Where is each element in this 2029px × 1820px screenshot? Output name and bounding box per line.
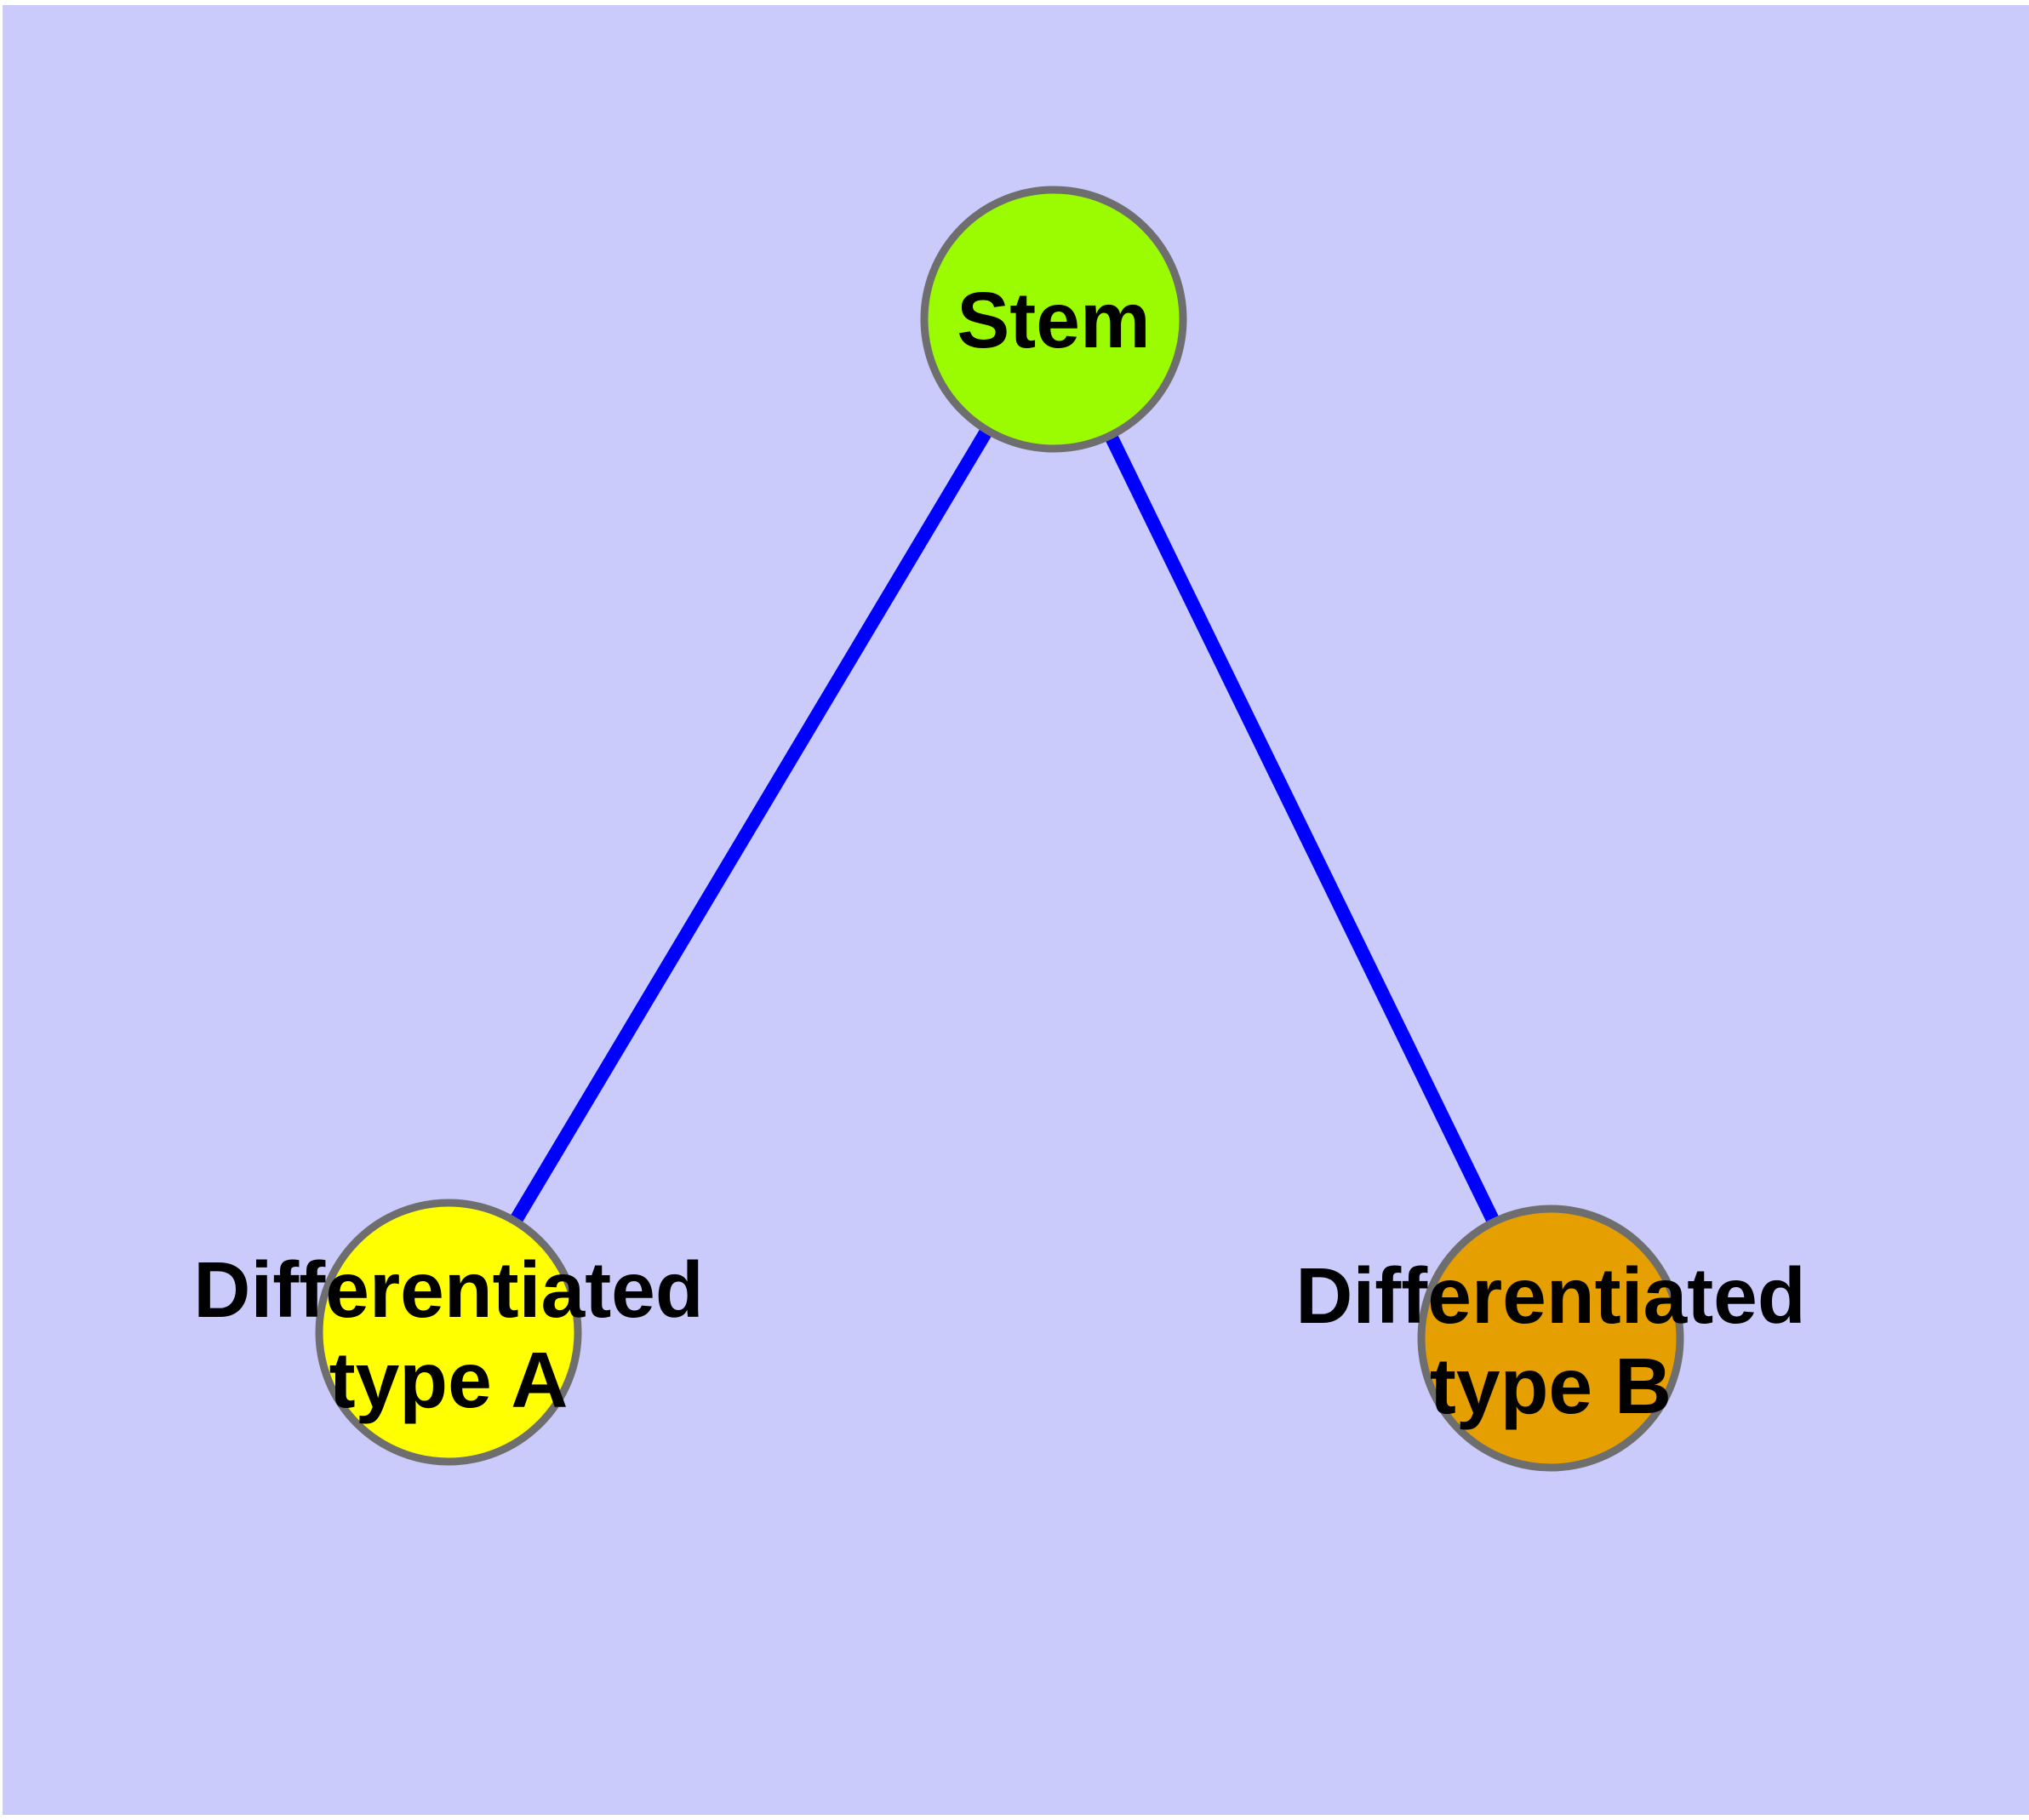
node-type-a-label-line-2: type A <box>329 1336 569 1424</box>
node-stem <box>920 186 1187 453</box>
node-type-b-label-line-2: type B <box>1430 1342 1672 1430</box>
node-differentiated-type-a <box>315 1199 582 1466</box>
edge-stem-to-type-a <box>509 426 993 1226</box>
node-differentiated-type-b <box>1417 1205 1684 1472</box>
node-type-b-label-line-1: Differentiated <box>1295 1251 1805 1340</box>
node-type-a-label-line-1: Differentiated <box>193 1245 703 1334</box>
node-stem-label: Stem <box>957 276 1150 364</box>
edge-stem-to-type-b <box>1104 432 1500 1225</box>
